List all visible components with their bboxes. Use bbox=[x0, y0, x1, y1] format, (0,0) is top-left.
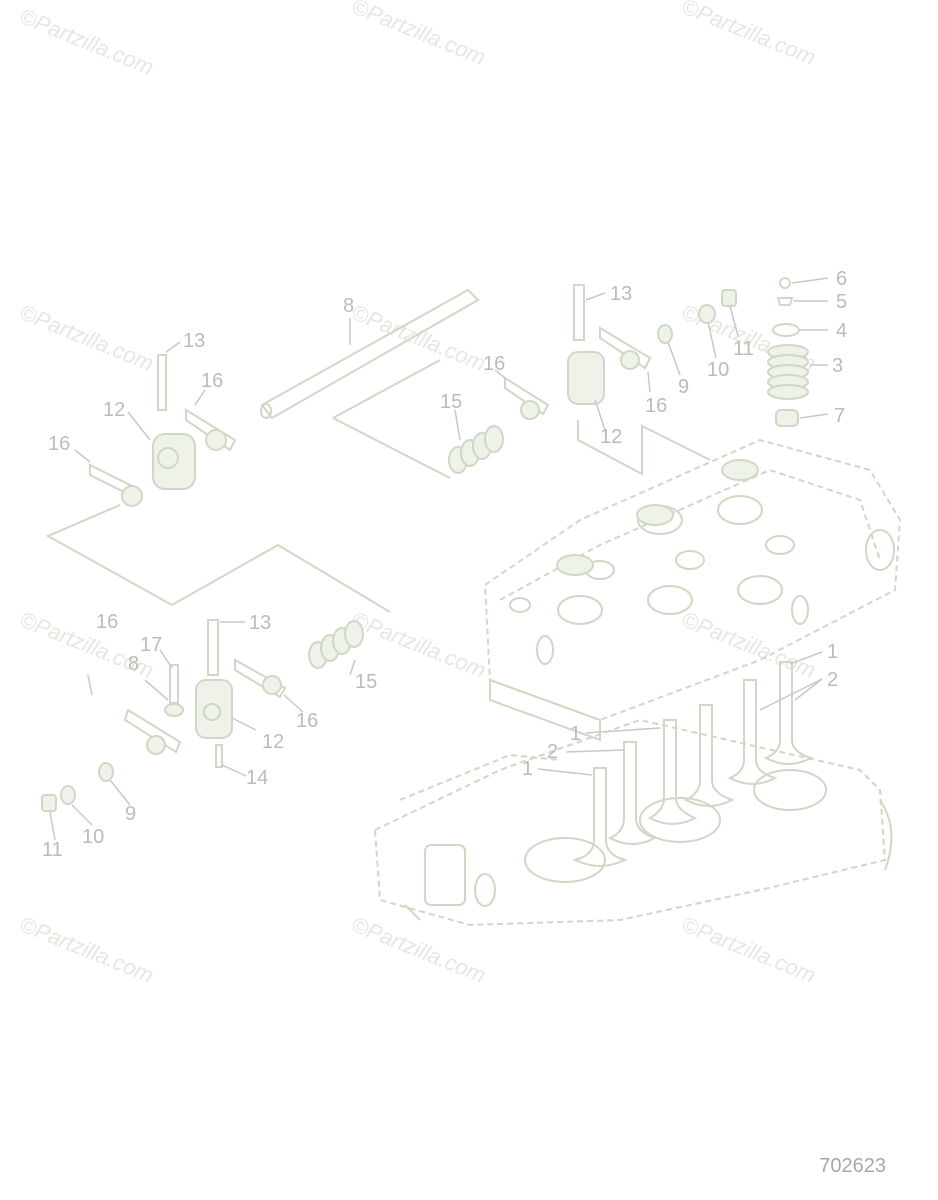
callout-label: 15 bbox=[440, 391, 462, 413]
watermark: ©Partzilla.com bbox=[348, 0, 489, 70]
callout-label: 12 bbox=[103, 399, 125, 421]
callout-label: 1 bbox=[522, 758, 533, 780]
leader-lines bbox=[49, 277, 829, 841]
valve-spring-assembly bbox=[767, 277, 809, 427]
callout-label: 10 bbox=[707, 359, 729, 381]
watermark: ©Partzilla.com bbox=[16, 3, 157, 79]
watermark: ©Partzilla.com bbox=[678, 911, 819, 987]
callout-label: 16 bbox=[645, 395, 667, 417]
callout-label: 16 bbox=[483, 353, 505, 375]
callout-label: 3 bbox=[832, 355, 843, 377]
callout-label: 15 bbox=[355, 671, 377, 693]
valve bbox=[572, 767, 628, 867]
callout-label: 10 bbox=[82, 826, 104, 848]
callout-label: 16 bbox=[48, 433, 70, 455]
rocker-arm-assembly bbox=[89, 354, 237, 507]
watermark: ©Partzilla.com bbox=[678, 606, 819, 682]
callout-label: 5 bbox=[836, 291, 847, 313]
valve bbox=[683, 704, 735, 807]
rocker-spring bbox=[448, 425, 504, 474]
rocker-arm-assembly bbox=[448, 284, 737, 474]
callout-label: 7 bbox=[834, 405, 845, 427]
callout-label: 11 bbox=[733, 338, 754, 360]
watermark: ©Partzilla.com bbox=[348, 299, 489, 375]
rocker-arm-assembly bbox=[41, 619, 364, 812]
callout-label: 11 bbox=[42, 839, 63, 861]
callout-labels: 1 1 1 2 2 2 3 4 5 6 7 8 8 9 9 10 10 11 1… bbox=[42, 268, 847, 861]
callout-label: 1 bbox=[570, 723, 581, 745]
cylinder-block bbox=[373, 718, 893, 927]
rocker-shaft bbox=[260, 288, 480, 420]
watermark: ©Partzilla.com bbox=[678, 0, 819, 70]
callout-label: 8 bbox=[343, 295, 354, 317]
callout-label: 13 bbox=[249, 612, 271, 634]
callout-label: 16 bbox=[96, 611, 118, 633]
valve bbox=[763, 661, 814, 765]
callout-label: 1 bbox=[827, 641, 838, 663]
callout-label: 6 bbox=[836, 268, 847, 290]
callout-label: 8 bbox=[128, 653, 139, 675]
callout-label: 2 bbox=[827, 669, 838, 691]
callout-label: 17 bbox=[140, 634, 162, 656]
rocker-spring bbox=[308, 620, 364, 669]
assembly-outline bbox=[45, 359, 711, 613]
valves bbox=[572, 661, 814, 867]
callout-label: 9 bbox=[125, 803, 136, 825]
valve bbox=[727, 679, 778, 785]
valve bbox=[607, 741, 658, 845]
callout-label: 2 bbox=[547, 741, 558, 763]
watermark: ©Partzilla.com bbox=[348, 911, 489, 987]
valve bbox=[647, 719, 698, 825]
callout-label: 12 bbox=[262, 731, 284, 753]
watermark: ©Partzilla.com bbox=[16, 911, 157, 987]
callout-label: 12 bbox=[600, 426, 622, 448]
callout-label: 14 bbox=[246, 767, 268, 789]
callout-label: 9 bbox=[678, 376, 689, 398]
callout-label: 13 bbox=[610, 283, 632, 305]
callout-label: 16 bbox=[201, 370, 223, 392]
figure-number: 702623 bbox=[819, 1155, 886, 1177]
callout-label: 16 bbox=[296, 710, 318, 732]
callout-label: 4 bbox=[836, 320, 847, 342]
callout-label: 13 bbox=[183, 330, 205, 352]
cylinder-head bbox=[483, 438, 902, 742]
watermark: ©Partzilla.com bbox=[16, 299, 157, 375]
